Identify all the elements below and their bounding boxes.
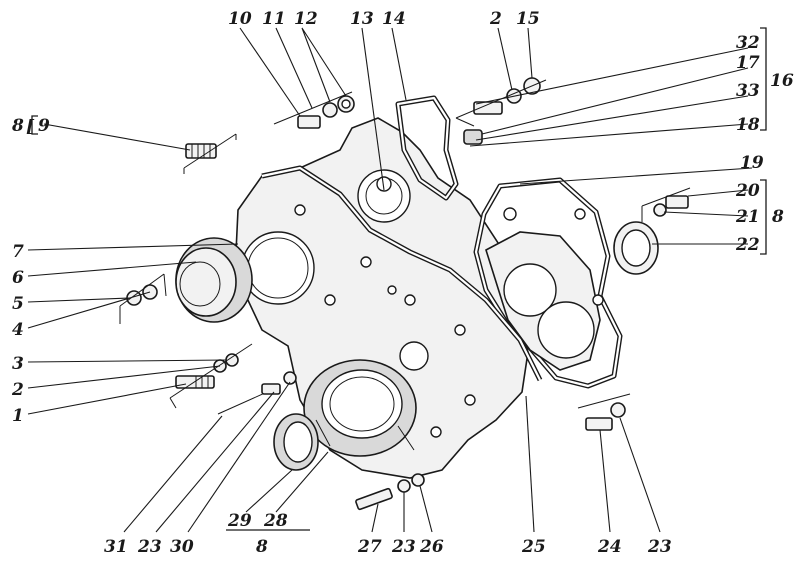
fastener-bolt-9 [183, 133, 237, 174]
upper-gasket [395, 95, 459, 201]
label-27: 27 [357, 537, 382, 557]
label-29: 29 [227, 511, 252, 531]
label-6: 6 [12, 268, 24, 288]
bracket-glyph-8: [ [26, 117, 35, 137]
side-seal-ring [613, 221, 659, 275]
leader-lines [27, 27, 753, 533]
label-23-bottom-right: 23 [647, 537, 672, 557]
label-33: 33 [736, 81, 760, 101]
label-30: 30 [170, 537, 194, 557]
fastener-bolt-27 [355, 473, 425, 511]
large-gasket [473, 177, 623, 389]
label-32: 32 [736, 33, 760, 53]
label-2-top: 2 [489, 9, 502, 29]
fastener-plug-18 [463, 129, 483, 145]
label-24: 24 [597, 537, 622, 557]
bearing-housing-opening [241, 231, 315, 305]
label-19: 19 [740, 153, 764, 173]
label-14: 14 [382, 9, 406, 29]
fastener-bolt-15 [455, 77, 547, 127]
label-10: 10 [228, 9, 252, 29]
fastener-bolt-10 [273, 91, 355, 129]
fastener-bolt-1 [169, 343, 253, 409]
brackets [31, 27, 767, 531]
crankshaft-seal-housing [303, 359, 417, 457]
label-18: 18 [736, 115, 760, 135]
label-8-bottom: 8 [255, 537, 268, 557]
label-1: 1 [12, 406, 24, 426]
label-16: 16 [770, 71, 794, 91]
label-23-bottom-left: 23 [137, 537, 162, 557]
label-15: 15 [516, 9, 540, 29]
boss-opening [399, 341, 429, 371]
label-4: 4 [12, 320, 24, 340]
label-28: 28 [263, 511, 288, 531]
oil-seal [273, 413, 319, 471]
fastener-bolt-20 [641, 187, 691, 222]
label-11: 11 [262, 9, 286, 29]
part-number-labels: 1 2 3 4 5 6 7 8 9 10 11 12 13 14 2 15 32… [11, 9, 794, 557]
fastener-bolt-31 [217, 371, 297, 415]
label-8-right: 8 [771, 207, 784, 227]
label-8-upper-left: 8 [11, 116, 24, 136]
label-21: 21 [735, 207, 760, 227]
fastener-bolt-24 [577, 393, 631, 431]
label-9: 9 [38, 116, 50, 136]
label-20: 20 [735, 181, 760, 201]
label-2: 2 [11, 380, 24, 400]
label-5: 5 [12, 294, 24, 314]
label-26: 26 [419, 537, 444, 557]
bearing-cover [175, 237, 253, 323]
label-3: 3 [12, 354, 24, 374]
label-22: 22 [735, 235, 760, 255]
label-13: 13 [350, 9, 374, 29]
label-17: 17 [736, 53, 760, 73]
fastener-4-5 [119, 273, 167, 324]
label-25: 25 [521, 537, 546, 557]
label-7: 7 [12, 242, 24, 262]
label-12: 12 [294, 9, 318, 29]
label-31: 31 [104, 537, 128, 557]
label-23-bottom-mid: 23 [391, 537, 416, 557]
